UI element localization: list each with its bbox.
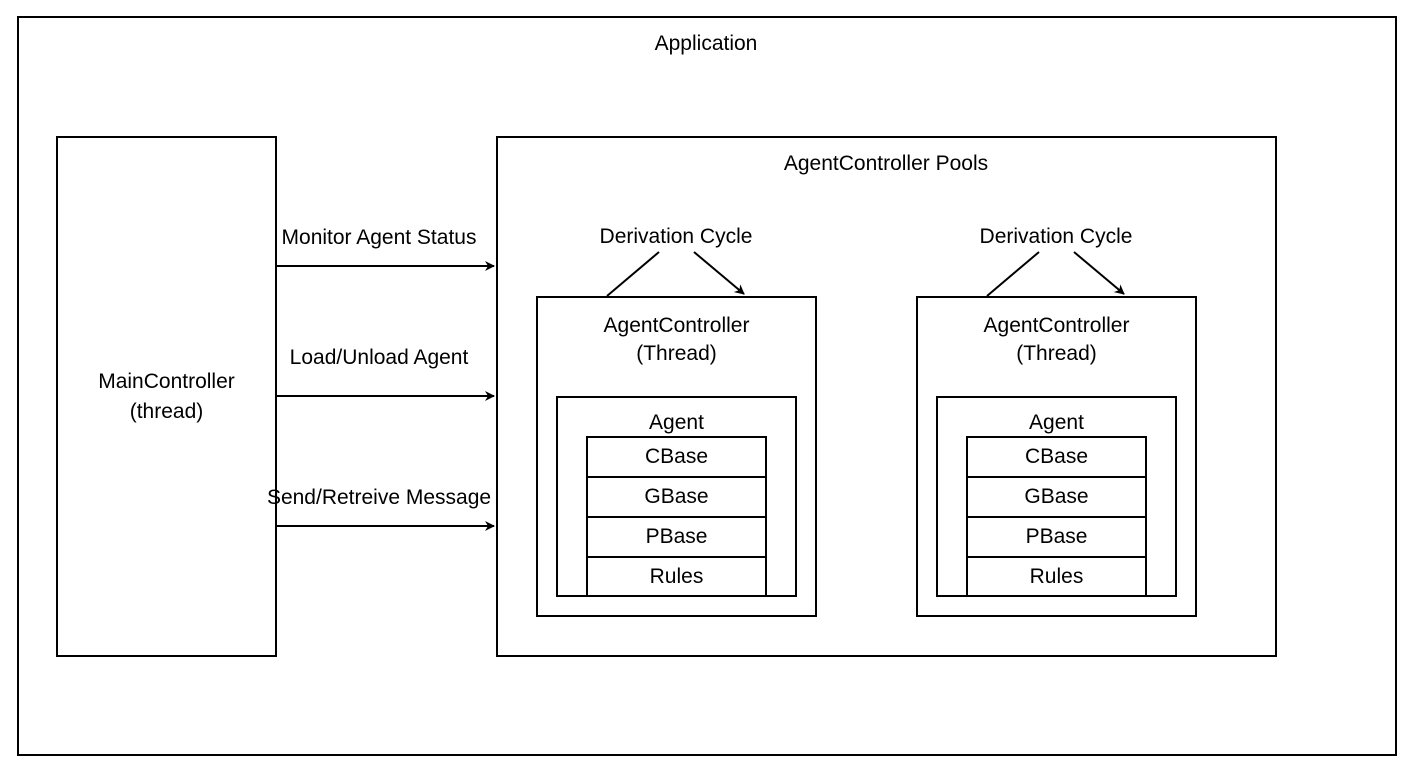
agent-2-gbase: GBase	[966, 476, 1147, 518]
load-unload-agent-label: Load/Unload Agent	[289, 346, 469, 369]
main-controller-box	[56, 136, 277, 657]
agent-controller-name-2: AgentController	[983, 314, 1130, 337]
derivation-cycle-label-1: Derivation Cycle	[599, 225, 753, 248]
agent-1-pbase: PBase	[586, 516, 767, 558]
agent-controller-type-1: (Thread)	[636, 342, 717, 365]
agent-controller-pools-title: AgentController Pools	[783, 152, 989, 175]
agent-1-gbase: GBase	[586, 476, 767, 518]
application-title: Application	[654, 32, 758, 55]
agent-2-rules: Rules	[966, 556, 1147, 597]
agent-2-cbase: CBase	[966, 436, 1147, 478]
agent-controller-name-1: AgentController	[603, 314, 750, 337]
agent-1-rules: Rules	[586, 556, 767, 597]
main-controller-name: MainController	[98, 370, 235, 393]
main-controller-type: (thread)	[129, 400, 204, 423]
agent-controller-type-2: (Thread)	[1016, 342, 1097, 365]
agent-title-2: Agent	[1029, 411, 1084, 434]
agent-1-cbase: CBase	[586, 436, 767, 478]
agent-2-pbase: PBase	[966, 516, 1147, 558]
agent-title-1: Agent	[649, 411, 704, 434]
monitor-agent-status-label: Monitor Agent Status	[281, 226, 477, 249]
send-retrieve-message-label: Send/Retreive Message	[266, 486, 492, 509]
derivation-cycle-label-2: Derivation Cycle	[979, 225, 1133, 248]
